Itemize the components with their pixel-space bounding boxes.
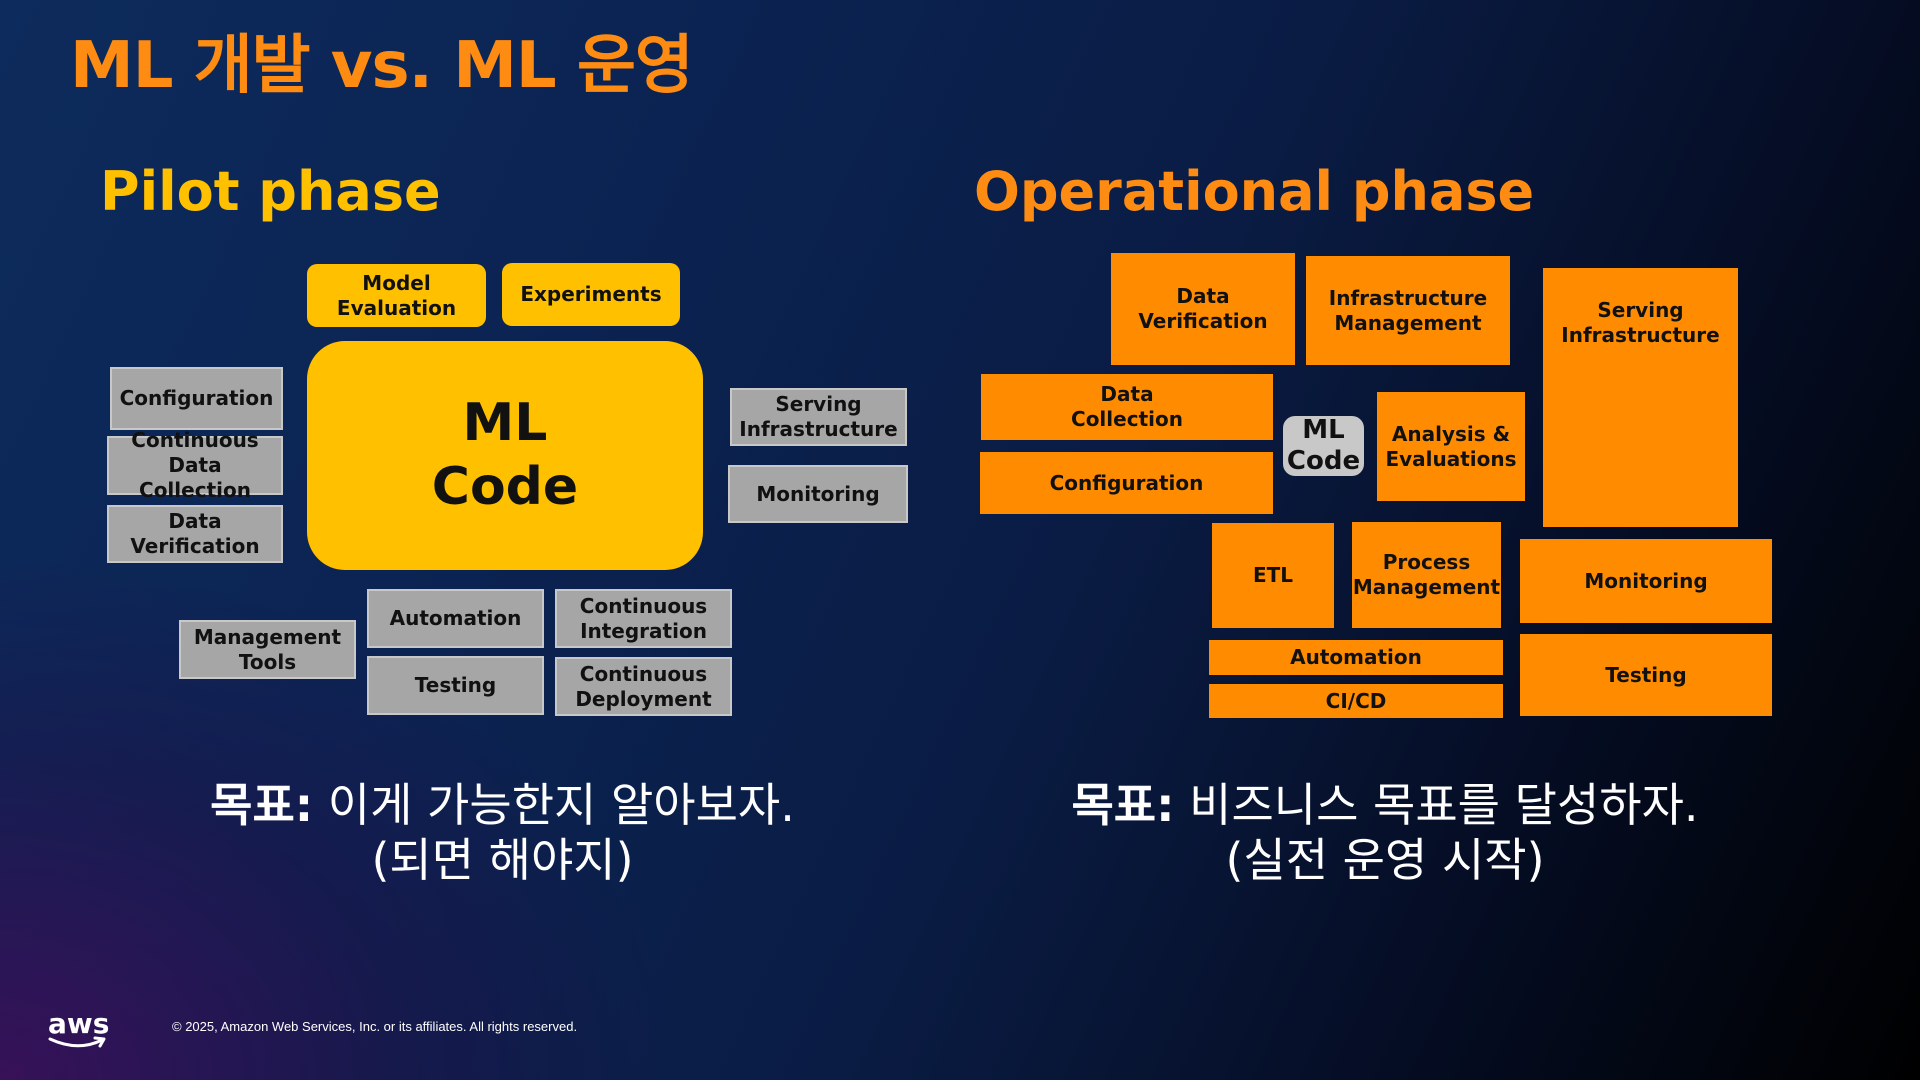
box-line: Configuration (119, 386, 274, 410)
slide-title: ML 개발 vs. ML 운영 (70, 29, 694, 103)
box-line: Management (1352, 575, 1501, 599)
box-line: Management (1334, 310, 1482, 335)
op-configuration-box: Configuration (980, 452, 1273, 514)
pilot-testing-box: Testing (367, 656, 544, 715)
box-line: Evaluation (336, 295, 457, 320)
box-line: Automation (1290, 645, 1422, 669)
pilot-goal: 목표: 이게 가능한지 알아보자. (되면 해야지) (170, 778, 835, 888)
box-line: Process (1382, 550, 1471, 574)
box-line: Collection (1071, 407, 1183, 431)
pilot-goal-text: 이게 가능한지 알아보자. (313, 778, 795, 832)
box-line: Experiments (520, 282, 662, 306)
box-line: Infrastructure (739, 417, 898, 441)
pilot-experiments-box: Experiments (502, 263, 680, 326)
box-line: Continuous Data (131, 428, 259, 477)
operational-goal-text: 비즈니스 목표를 달성하자. (1174, 778, 1699, 832)
operational-phase-heading: Operational phase (974, 160, 1535, 223)
box-line: Data Verification (130, 509, 260, 558)
op-monitoring-box: Monitoring (1520, 539, 1772, 623)
box-line: Evaluations (1385, 446, 1517, 471)
box-line: ML (1302, 414, 1345, 445)
op-testing-box: Testing (1520, 634, 1772, 716)
box-line: CI/CD (1325, 688, 1387, 713)
box-line: Serving (1597, 297, 1684, 322)
box-line: Configuration (1049, 470, 1204, 495)
box-line: ETL (1252, 563, 1294, 587)
box-line: Management (193, 624, 342, 649)
aws-logo-text: aws (48, 1007, 110, 1040)
box-line: Collection (139, 478, 251, 502)
pilot-configuration-box: Configuration (110, 367, 283, 430)
pilot-data-verification-box: Data Verification (107, 505, 283, 563)
box-line: Continuous (579, 661, 708, 686)
op-etl-box: ETL (1212, 523, 1334, 628)
box-line: Infrastructure (1328, 285, 1488, 310)
box-line: Verification (1138, 309, 1268, 333)
box-line: Deployment (575, 686, 712, 711)
op-cicd-box: CI/CD (1209, 684, 1503, 718)
box-line: Monitoring (1584, 568, 1708, 593)
pilot-goal-label: 목표: (210, 778, 314, 832)
box-line: Infrastructure (1561, 322, 1720, 347)
box-line: ML (462, 393, 548, 454)
box-line: Data (1176, 284, 1230, 308)
op-automation-box: Automation (1209, 640, 1503, 675)
box-line: Model (362, 270, 431, 295)
box-line: Tools (238, 649, 297, 674)
box-line: Testing (1605, 662, 1687, 687)
pilot-goal-sub: (되면 해야지) (371, 833, 634, 888)
pilot-automation-box: Automation (367, 589, 544, 648)
aws-logo: aws (48, 1010, 109, 1050)
box-line: Code (1286, 446, 1361, 476)
box-line: Automation (389, 606, 522, 630)
box-line: Monitoring (756, 481, 880, 506)
copyright-text: © 2025, Amazon Web Services, Inc. or its… (172, 1019, 578, 1034)
box-line: Integration (580, 618, 707, 643)
operational-goal-sub: (실전 운영 시작) (1225, 833, 1545, 888)
pilot-monitoring-box: Monitoring (728, 465, 908, 523)
box-line: Testing (414, 673, 497, 697)
box-line: Code (431, 456, 579, 517)
box-line: Data (1100, 382, 1154, 406)
box-line: Serving (775, 392, 862, 416)
operational-goal-label: 목표: (1071, 778, 1175, 832)
pilot-phase-heading: Pilot phase (100, 160, 441, 223)
aws-smile-icon (48, 1036, 106, 1048)
op-analysis-evaluations-box: Analysis &Evaluations (1377, 392, 1525, 501)
box-line: Analysis & (1391, 421, 1511, 446)
operational-goal: 목표: 비즈니스 목표를 달성하자. (실전 운영 시작) (1035, 778, 1735, 888)
box-line: Continuous (579, 593, 708, 618)
